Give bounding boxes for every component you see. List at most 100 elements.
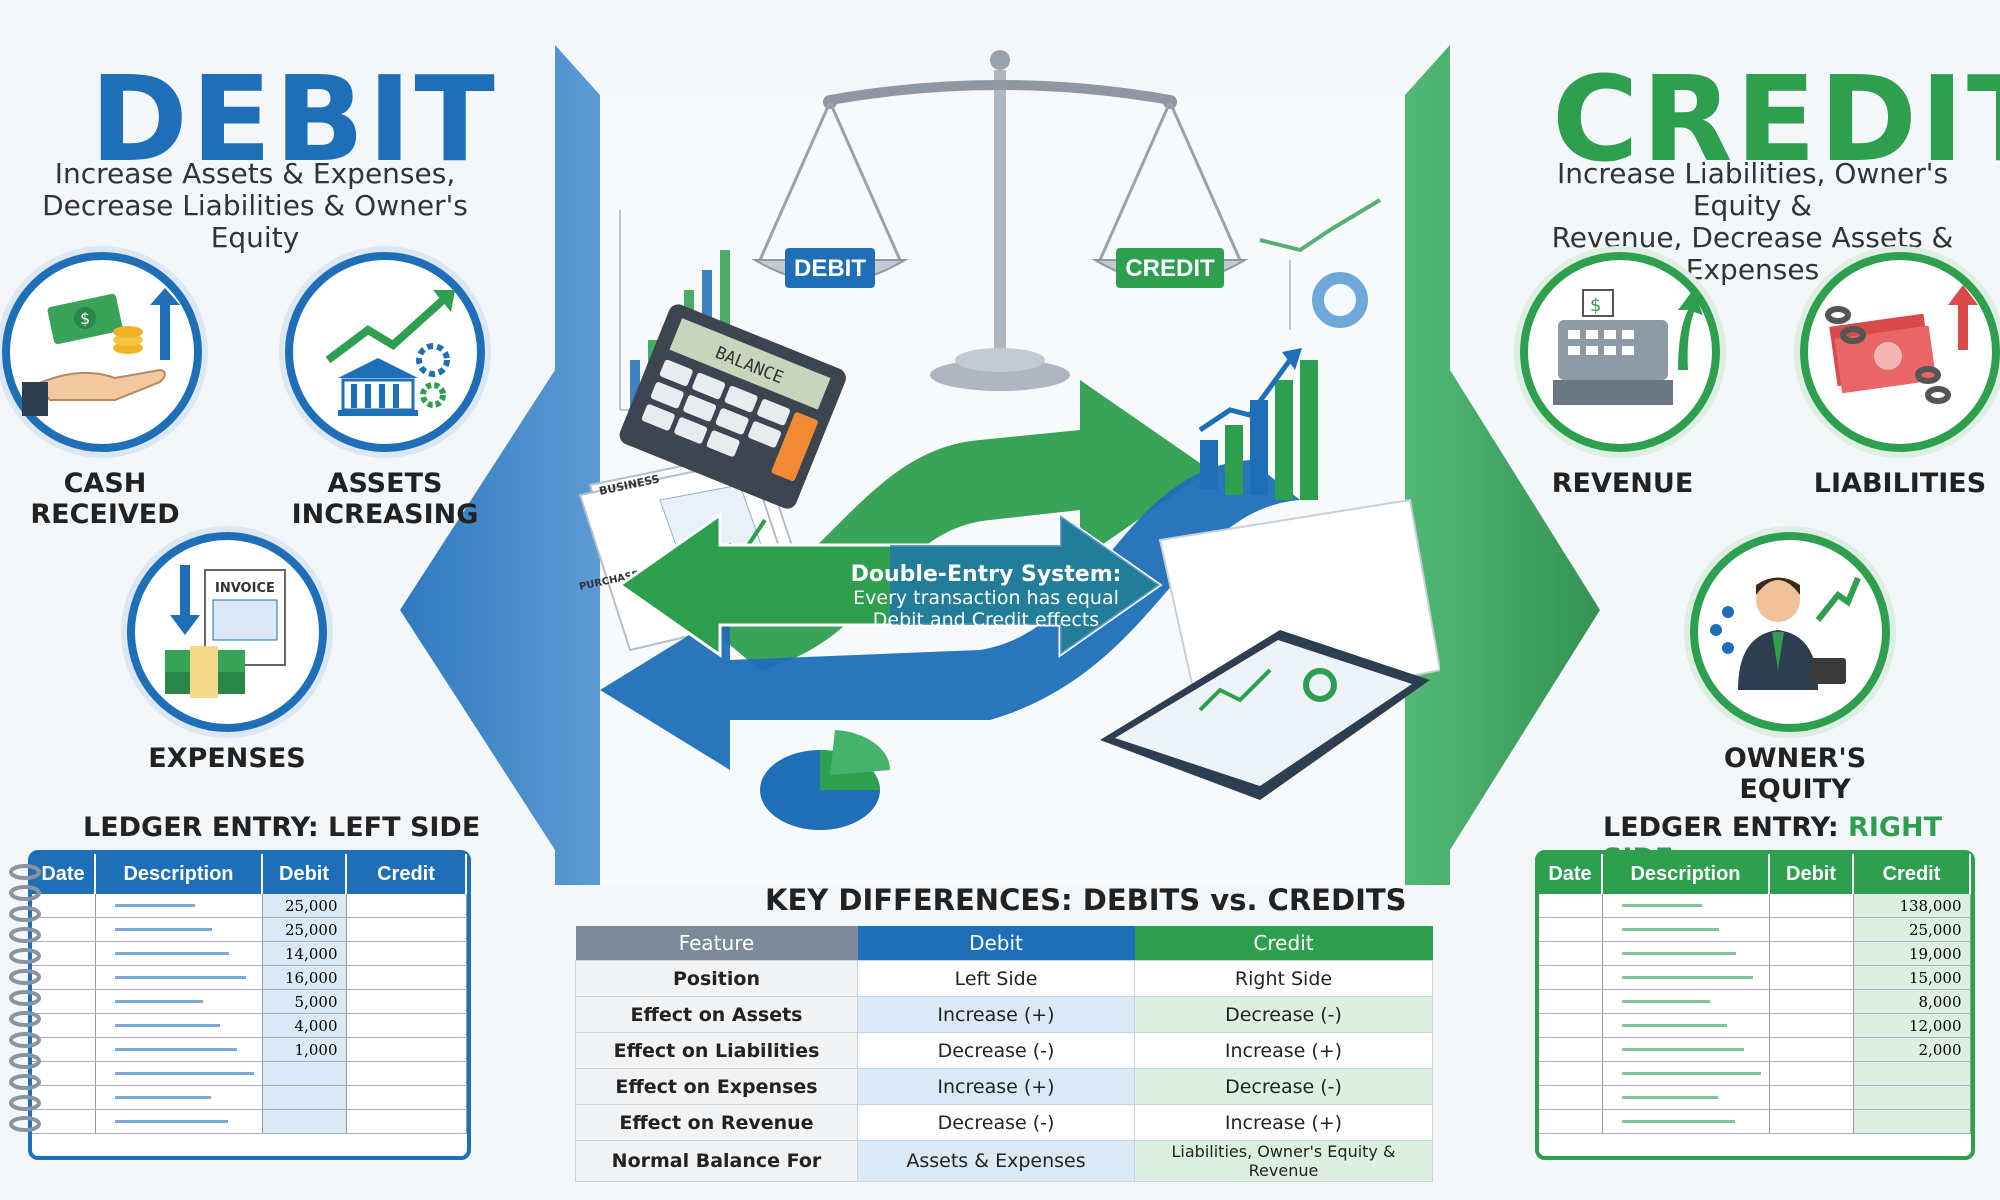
assets-increasing-line1: ASSETS: [327, 468, 443, 499]
balance-scale-icon: [751, 50, 1249, 391]
ledger-row: 25,000: [32, 917, 467, 942]
ledger-description-cell: [95, 1013, 263, 1038]
ledger-amount-cell: 2,000: [1853, 1037, 1971, 1062]
cash-register-icon: $: [1553, 289, 1703, 405]
ledger-cell: [346, 1085, 467, 1110]
ledger-cell: [1539, 1037, 1603, 1062]
ledger-amount-cell: 14,000: [262, 941, 347, 966]
kd-debit-cell: Increase (+): [857, 996, 1135, 1033]
ledger-cell: [32, 1109, 96, 1134]
binder-ring: [9, 1011, 41, 1027]
ledger-amount-cell: 8,000: [1853, 989, 1971, 1014]
ledger-row: 14,000: [32, 941, 467, 966]
owners-equity-circle: [1690, 532, 1890, 732]
liabilities-label: LIABILITIES: [1813, 468, 1987, 499]
ledger-cell: [1539, 1085, 1603, 1110]
ledger-cell: [1769, 1037, 1854, 1062]
ledger-cell: [346, 894, 467, 918]
double-entry-text: Double-Entry System: Every transaction h…: [826, 562, 1146, 631]
ledger-cell: [346, 1109, 467, 1134]
ledger-description-cell: [1602, 917, 1770, 942]
ledger-description-cell: [1602, 1085, 1770, 1110]
ledger-description-cell: [1602, 894, 1770, 918]
ledger-cell: [32, 1013, 96, 1038]
ledger-cell: [1769, 917, 1854, 942]
ledger-row: 25,000: [1539, 917, 1971, 942]
ledger-col-description: Description: [1602, 854, 1770, 894]
binder-rings: [5, 860, 41, 1150]
ledger-description-cell: [95, 941, 263, 966]
svg-text:$: $: [80, 309, 90, 328]
ledger-row: 25,000: [32, 894, 467, 918]
ledger-amount-cell: 138,000: [1853, 894, 1971, 918]
kd-feature-cell: Normal Balance For: [575, 1140, 858, 1182]
calculator-icon: BALANCE: [619, 304, 846, 509]
ledger-cell: [346, 1037, 467, 1062]
ledger-col-date: Date: [32, 854, 96, 894]
ledger-cell: [262, 1109, 347, 1134]
binder-ring: [9, 1095, 41, 1111]
ledger-cell: [1853, 1061, 1971, 1086]
ledger-cell: [32, 965, 96, 990]
ledger-cell: [1539, 1109, 1603, 1134]
ledger-description-cell: [1602, 1013, 1770, 1038]
tablet-dashboard-icon: [1100, 630, 1430, 800]
ledger-cell: [1539, 965, 1603, 990]
ledger-cell: [1769, 894, 1854, 918]
ledger-amount-cell: 5,000: [262, 989, 347, 1014]
kd-header-feature: Feature: [575, 926, 858, 961]
business-owner-icon: [1710, 576, 1861, 690]
ledger-amount-cell: 25,000: [262, 917, 347, 942]
expenses-circle: INVOICE: [127, 532, 327, 732]
ledger-cell: [1853, 1109, 1971, 1134]
ledger-description-cell: [1602, 1061, 1770, 1086]
ledger-cell: [1539, 941, 1603, 966]
ledger-description-cell: [1602, 1037, 1770, 1062]
debit-title: DEBIT: [90, 50, 498, 188]
svg-text:$: $: [1590, 295, 1601, 316]
ledger-description-cell: [95, 894, 263, 918]
ledger-amount-cell: 15,000: [1853, 965, 1971, 990]
ledger-row: [1539, 1085, 1971, 1110]
ledger-row: 12,000: [1539, 1013, 1971, 1038]
binder-ring: [9, 948, 41, 964]
ledger-col-description: Description: [95, 854, 263, 894]
ledger-row: 4,000: [32, 1013, 467, 1038]
kd-debit-cell: Left Side: [857, 960, 1135, 997]
kd-feature-cell: Effect on Assets: [575, 996, 858, 1033]
ledger-cell: [1769, 989, 1854, 1014]
debit-subtitle: Increase Assets & Expenses, Decrease Lia…: [20, 158, 490, 254]
double-entry-title: Double-Entry System:: [850, 562, 1122, 587]
kd-feature-cell: Effect on Expenses: [575, 1068, 858, 1105]
ledger-cell: [346, 965, 467, 990]
ledger-description-cell: [95, 1085, 263, 1110]
owners-equity-label: OWNER'S EQUITY: [1723, 743, 1867, 805]
ledger-col-debit: Debit: [1769, 854, 1854, 894]
ledger-cell: [1539, 894, 1603, 918]
ledger-row: [32, 1061, 467, 1086]
kd-header-credit: Credit: [1134, 926, 1433, 961]
ledger-cell: [1539, 917, 1603, 942]
invoice-cash-icon: INVOICE: [165, 565, 286, 698]
scale-debit-label: DEBIT: [794, 255, 866, 282]
ledger-row: 15,000: [1539, 965, 1971, 990]
ledger-col-debit: Debit: [262, 854, 347, 894]
ledger-row: 19,000: [1539, 941, 1971, 966]
cash-received-circle: $: [2, 252, 202, 452]
kd-debit-cell: Increase (+): [857, 1068, 1135, 1105]
binder-ring: [9, 906, 41, 922]
bank-growth-icon: [325, 290, 455, 416]
ledger-cell: [346, 1013, 467, 1038]
ledger-description-cell: [95, 989, 263, 1014]
binder-ring: [9, 927, 41, 943]
ledger-description-cell: [95, 917, 263, 942]
revenue-circle: $: [1520, 252, 1720, 452]
binder-ring: [9, 1074, 41, 1090]
